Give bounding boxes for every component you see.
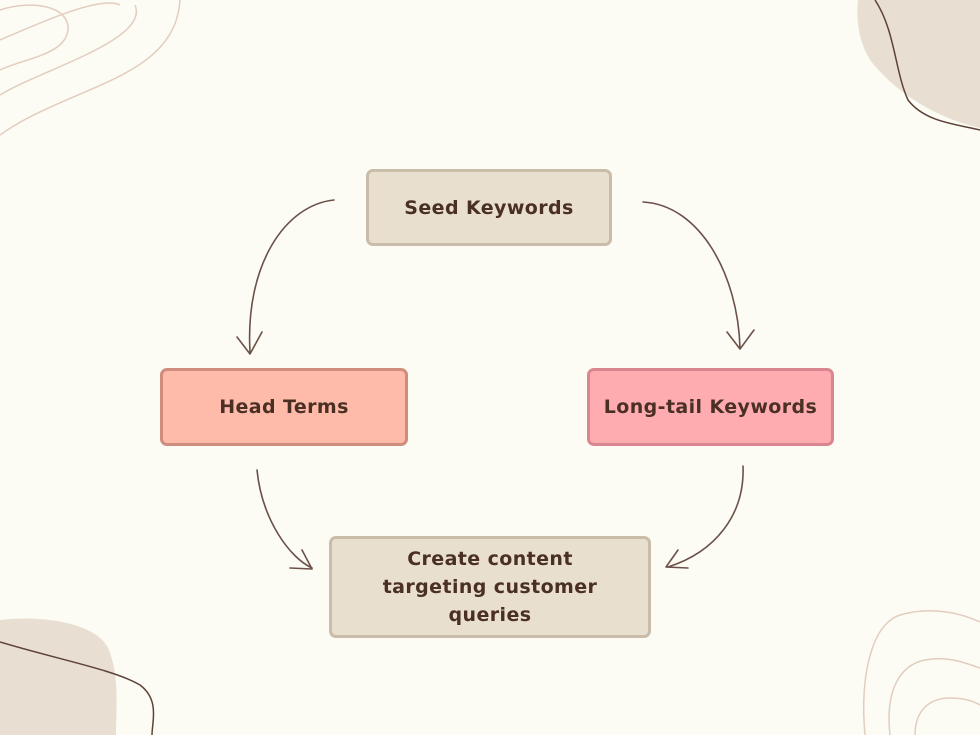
arrow-seed-to-head bbox=[236, 199, 335, 355]
line-top-right bbox=[874, 0, 980, 131]
node-head-terms: Head Terms bbox=[160, 368, 408, 446]
blob-top-right bbox=[857, 0, 980, 128]
contour-lines-bottom-right bbox=[863, 610, 980, 735]
node-create-content: Create content targeting customer querie… bbox=[329, 536, 651, 638]
arrow-seed-to-longtail bbox=[642, 201, 755, 350]
node-seed-keywords: Seed Keywords bbox=[366, 169, 612, 246]
blob-bottom-left bbox=[0, 618, 117, 735]
node-long-tail-keywords-label: Long-tail Keywords bbox=[603, 396, 818, 418]
node-create-content-label: Create content targeting customer querie… bbox=[382, 548, 598, 626]
line-bottom-left bbox=[0, 641, 155, 735]
node-seed-keywords-label: Seed Keywords bbox=[404, 196, 574, 219]
arrow-head-to-content bbox=[256, 469, 313, 570]
contour-lines-top-left bbox=[0, 0, 181, 136]
arrow-longtail-to-content bbox=[665, 465, 744, 569]
node-head-terms-label: Head Terms bbox=[219, 396, 349, 418]
arrows bbox=[236, 199, 755, 570]
node-long-tail-keywords: Long-tail Keywords bbox=[587, 368, 834, 446]
